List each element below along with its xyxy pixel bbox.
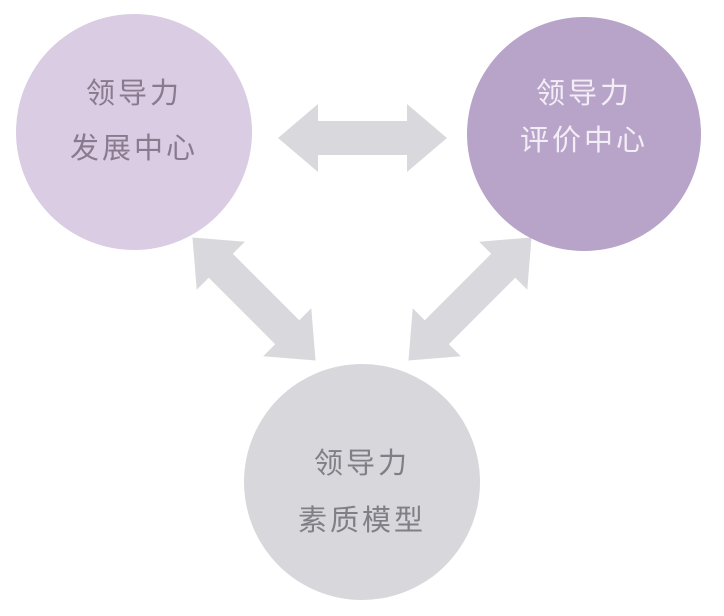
double-arrow-icon [408, 237, 532, 361]
arrow-development-competency [192, 237, 316, 361]
assessment-center-line1: 领导力 [536, 76, 632, 110]
development-center-circle [16, 14, 252, 250]
competency-model-circle [244, 364, 480, 600]
competency-model-line1: 领导力 [314, 446, 410, 480]
node-development-center: 领导力 发展中心 [16, 14, 252, 250]
assessment-center-circle [467, 17, 701, 251]
development-center-line2: 发展中心 [70, 131, 198, 165]
double-arrow-icon [278, 104, 447, 172]
development-center-line1: 领导力 [86, 76, 182, 110]
node-assessment-center: 领导力 评价中心 [467, 17, 701, 251]
double-arrow-icon [192, 237, 316, 361]
arrow-development-assessment [278, 104, 447, 172]
competency-model-line2: 素质模型 [298, 503, 426, 537]
node-competency-model: 领导力 素质模型 [244, 364, 480, 600]
assessment-center-line2: 评价中心 [520, 123, 648, 157]
arrow-assessment-competency [408, 237, 532, 361]
